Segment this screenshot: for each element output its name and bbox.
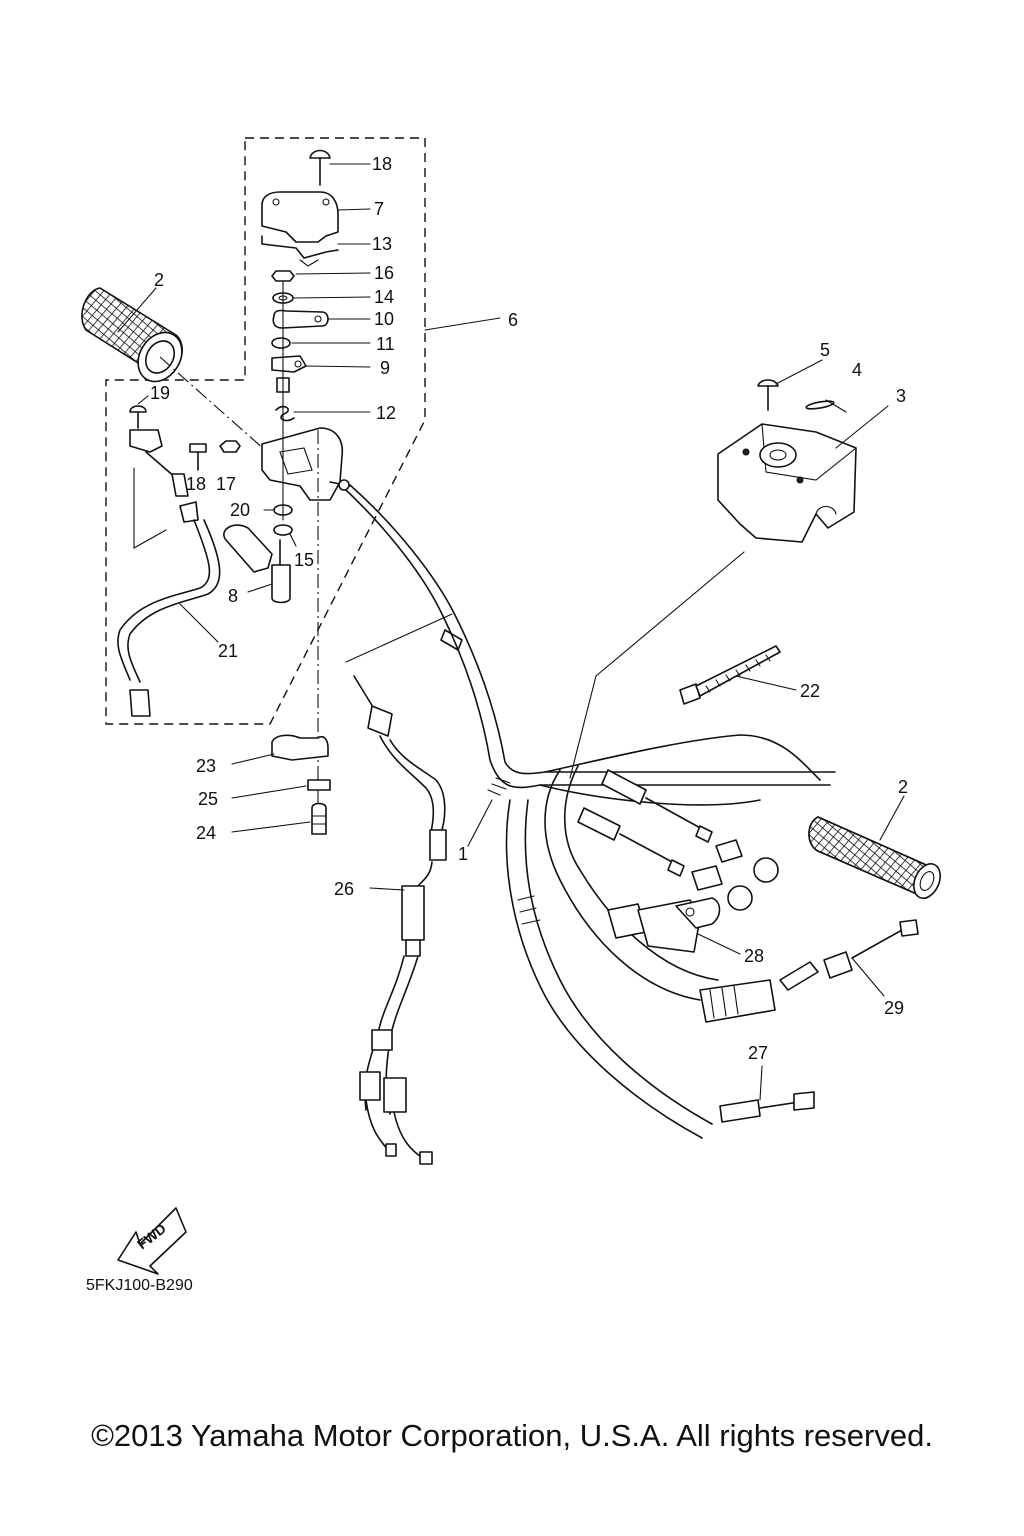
- callout-25: 25: [198, 789, 218, 809]
- callout-28: 28: [744, 946, 764, 966]
- callout-17: 17: [216, 474, 236, 494]
- callout-15: 15: [294, 550, 314, 570]
- cables-right: [505, 765, 919, 1139]
- callout-11: 11: [376, 334, 395, 354]
- callout-18-top: 18: [372, 154, 392, 174]
- callout-29: 29: [884, 998, 904, 1018]
- callout-9: 9: [380, 358, 390, 378]
- callout-4: 4: [852, 360, 862, 380]
- lower-clamp-parts: [271, 734, 331, 835]
- callout-20: 20: [230, 500, 250, 520]
- throttle-assembly-boundary: [105, 137, 426, 725]
- callout-12: 12: [376, 403, 396, 423]
- callout-5: 5: [820, 340, 830, 360]
- brake-switch: [607, 897, 721, 953]
- right-grip: [808, 816, 941, 899]
- cable-adjusters: [577, 769, 779, 911]
- leader-lines: [117, 163, 905, 1101]
- copyright-notice: ©2013 Yamaha Motor Corporation, U.S.A. A…: [91, 1418, 933, 1453]
- drawing-code: 5FKJ100-B290: [86, 1277, 193, 1294]
- callout-19: 19: [150, 383, 170, 403]
- callout-22: 22: [800, 681, 820, 701]
- callout-23: 23: [196, 756, 216, 776]
- handlebar: [334, 479, 836, 806]
- callout-26: 26: [334, 879, 354, 899]
- callout-2-left: 2: [154, 270, 164, 290]
- callout-6: 6: [508, 310, 518, 330]
- handlebar-holder: [717, 379, 857, 543]
- switch-harness: [117, 405, 221, 717]
- callout-24: 24: [196, 823, 216, 843]
- callout-21: 21: [218, 641, 238, 661]
- left-grip: [81, 287, 266, 451]
- callout-7: 7: [374, 199, 384, 219]
- throttle-cable: [345, 613, 453, 1165]
- callout-18-left: 18: [186, 474, 206, 494]
- callout-1: 1: [458, 844, 468, 864]
- callout-2-right: 2: [898, 777, 908, 797]
- throttle-housing-parts: [189, 149, 351, 604]
- callout-14: 14: [374, 287, 394, 307]
- forward-arrow-icon: FWD: [117, 1207, 187, 1275]
- callout-13: 13: [372, 234, 392, 254]
- callout-27: 27: [748, 1043, 768, 1063]
- callout-16: 16: [374, 263, 394, 283]
- cable-tie: [679, 645, 781, 705]
- callout-10: 10: [374, 309, 394, 329]
- callout-8: 8: [228, 586, 238, 606]
- callout-3: 3: [896, 386, 906, 406]
